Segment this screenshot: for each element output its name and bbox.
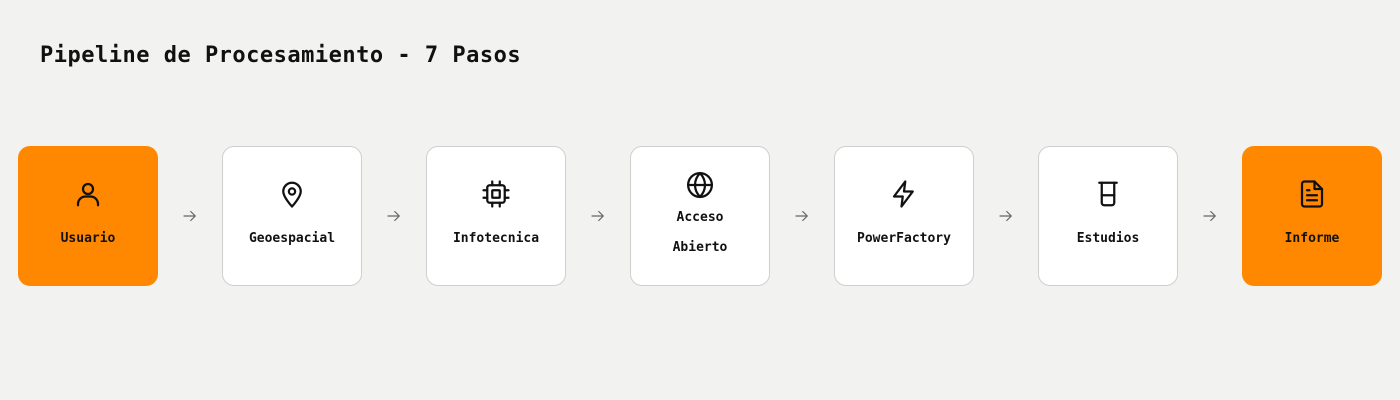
- arrow-right-icon: [770, 146, 834, 286]
- step-estudios[interactable]: Estudios: [1038, 146, 1178, 286]
- pipeline-flow: Usuario Geoespacial Infotecnica: [18, 146, 1382, 286]
- arrow-right-icon: [1178, 146, 1242, 286]
- step-label: Estudios: [1076, 231, 1140, 246]
- arrow-right-icon: [566, 146, 630, 286]
- beaker-icon: [1092, 178, 1124, 210]
- step-usuario[interactable]: Usuario: [18, 146, 158, 286]
- arrow-right-icon: [362, 146, 426, 286]
- step-label: Acceso Abierto: [640, 203, 760, 263]
- user-icon: [72, 178, 104, 210]
- step-geoespacial[interactable]: Geoespacial: [222, 146, 362, 286]
- step-label: Geoespacial: [248, 231, 336, 246]
- step-label: Informe: [1284, 231, 1340, 246]
- step-label-line-2: Abierto: [672, 240, 728, 255]
- cpu-icon: [480, 178, 512, 210]
- arrow-right-icon: [974, 146, 1038, 286]
- step-acceso-abierto[interactable]: Acceso Abierto: [630, 146, 770, 286]
- step-label: PowerFactory: [857, 231, 951, 246]
- step-label: Usuario: [60, 231, 116, 246]
- step-powerfactory[interactable]: PowerFactory: [834, 146, 974, 286]
- step-label: Infotecnica: [452, 231, 540, 246]
- globe-icon: [684, 169, 716, 201]
- file-text-icon: [1296, 178, 1328, 210]
- step-informe[interactable]: Informe: [1242, 146, 1382, 286]
- page-title: Pipeline de Procesamiento - 7 Pasos: [40, 43, 522, 68]
- arrow-right-icon: [158, 146, 222, 286]
- map-pin-icon: [276, 178, 308, 210]
- zap-icon: [888, 178, 920, 210]
- step-label-line-1: Acceso: [676, 210, 724, 225]
- step-infotecnica[interactable]: Infotecnica: [426, 146, 566, 286]
